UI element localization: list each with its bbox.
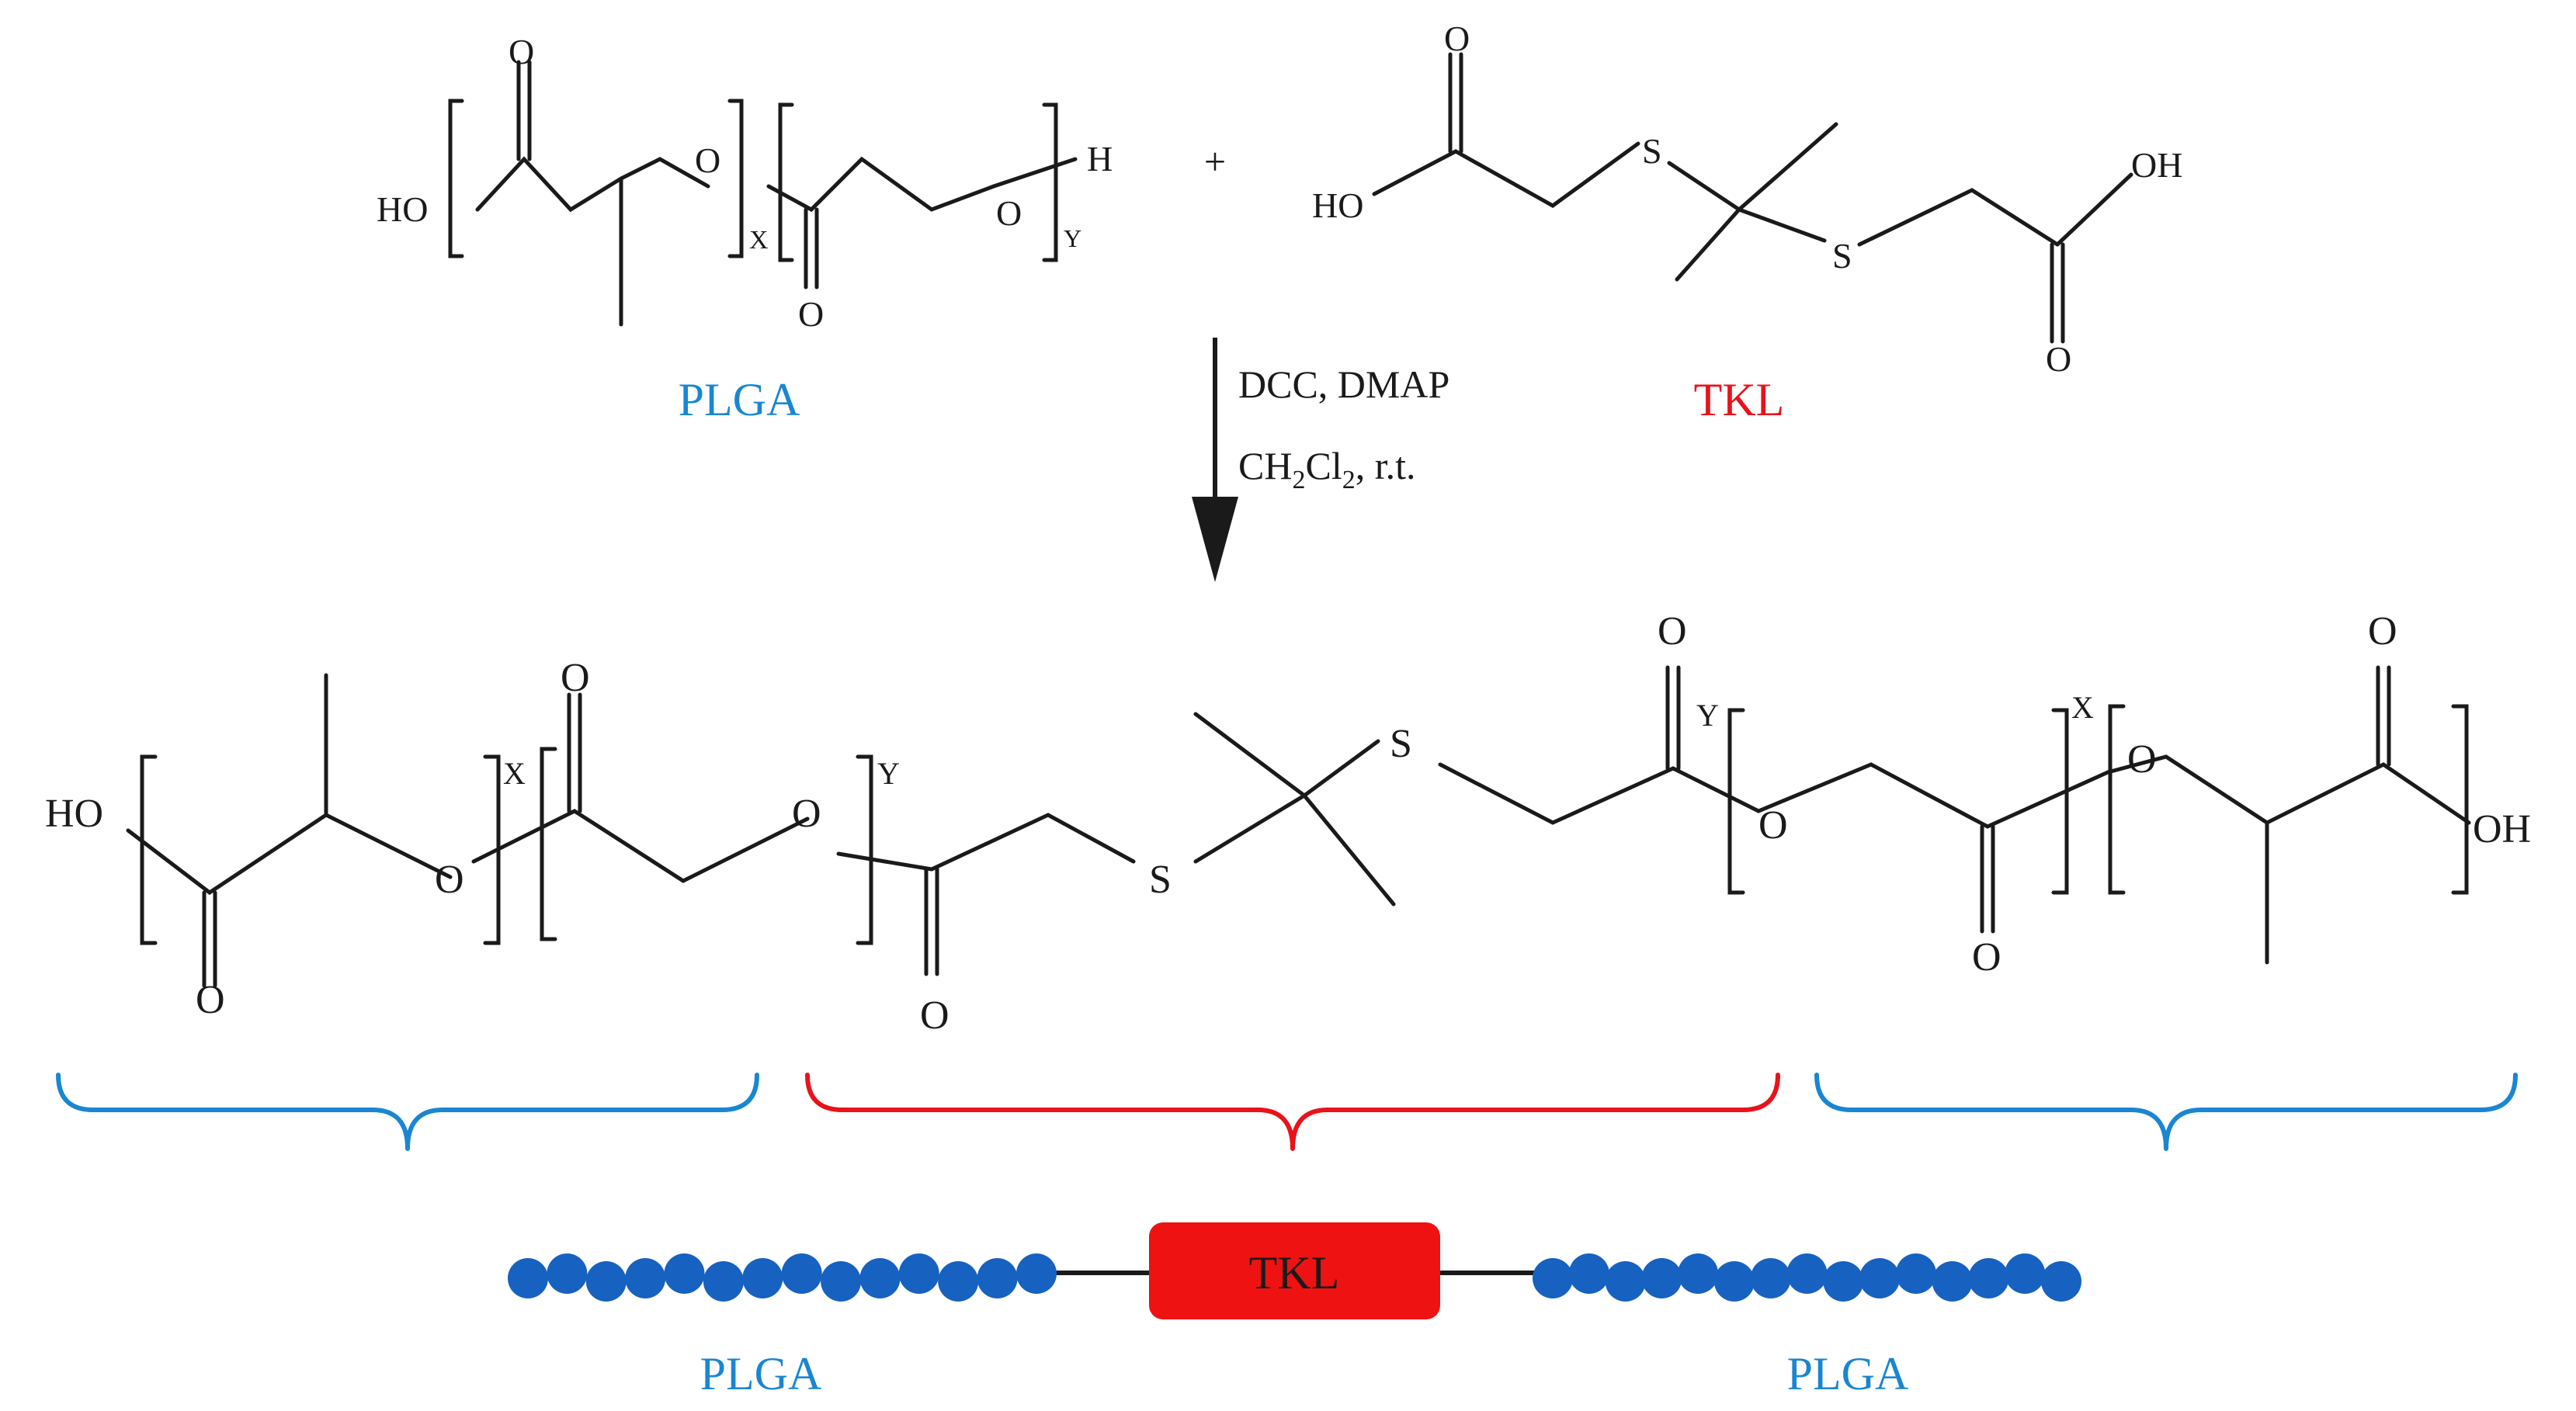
tkl-box-label: TKL: [1249, 1247, 1340, 1298]
plga-bead: [1605, 1261, 1646, 1302]
plga-bead: [1895, 1253, 1936, 1294]
tkl-reactant-label: TKL: [1694, 374, 1785, 425]
atom-o: O: [509, 32, 534, 71]
plga-bead: [1750, 1258, 1791, 1298]
tkl-box: [1149, 1222, 1440, 1319]
plga-bead: [1713, 1261, 1755, 1302]
plga-bead: [821, 1261, 862, 1302]
reaction-conditions-line2: CH2Cl2, r.t.: [1238, 444, 1416, 494]
plga-bead: [1678, 1253, 1719, 1294]
plga-bead: [585, 1261, 627, 1302]
product-atoms: HO O O X O O Y O S S O Y O O X O O OH: [45, 609, 2531, 1038]
plga-reactant-label: PLGA: [679, 374, 800, 425]
atom-s: S: [1390, 722, 1412, 766]
atom-oh: OH: [2131, 145, 2182, 185]
plga-bead: [1641, 1258, 1682, 1298]
plga-bead: [977, 1258, 1018, 1298]
plga-bead-chain-right: [1533, 1253, 2081, 1302]
subscript-y: Y: [877, 756, 900, 791]
plga-bead: [1823, 1261, 1864, 1302]
plga-bead: [1568, 1253, 1609, 1294]
atom-o: O: [1658, 609, 1687, 653]
atom-oh: OH: [2473, 807, 2531, 851]
subscript-x: X: [749, 226, 769, 255]
reaction-arrow: [1192, 338, 1238, 582]
plga-bead: [664, 1253, 705, 1294]
plga-label-left: PLGA: [700, 1348, 822, 1399]
atom-o: O: [1972, 935, 2001, 979]
atom-ho: HO: [1312, 185, 1363, 225]
atom-s: S: [1832, 236, 1852, 276]
plga-bead: [938, 1261, 979, 1302]
subscript-x: X: [2071, 690, 2094, 725]
right-plga-brace: [1814, 1073, 2518, 1151]
plga-bead-chain-left: [508, 1253, 1057, 1302]
plga-label-right: PLGA: [1787, 1348, 1909, 1399]
atom-o: O: [792, 792, 821, 836]
tkl-reactant-structure: [1372, 52, 2133, 344]
left-plga-brace: [56, 1073, 759, 1151]
reaction-conditions-line1: DCC, DMAP: [1238, 362, 1449, 406]
atom-s: S: [1149, 858, 1172, 902]
subscript-x: X: [503, 756, 526, 791]
subscript-y: Y: [1064, 224, 1081, 252]
atom-o: O: [996, 193, 1022, 233]
curly-braces: [56, 1073, 2518, 1151]
plga-bead: [1932, 1261, 1973, 1302]
plga-bead: [742, 1258, 783, 1298]
atom-o: O: [1444, 19, 1470, 58]
atom-o: O: [196, 978, 225, 1022]
atom-o: O: [2368, 609, 2397, 653]
plga-bead: [859, 1258, 901, 1298]
atom-ho: HO: [377, 189, 428, 229]
atom-o: O: [920, 993, 950, 1038]
plus-sign: +: [1204, 140, 1226, 183]
schematic: TKL PLGA PLGA: [508, 1222, 2081, 1399]
plga-bead: [1968, 1258, 2009, 1298]
tkl-brace: [805, 1073, 1780, 1151]
atom-h: H: [1087, 139, 1113, 179]
product-structure: [126, 665, 2471, 988]
plga-bead: [1533, 1258, 1573, 1298]
subscript-y: Y: [1696, 698, 1719, 733]
tkl-reactant-atoms: HO O S S OH O: [1312, 19, 2182, 379]
atom-o: O: [695, 140, 720, 180]
plga-bead: [703, 1261, 744, 1302]
plga-bead: [625, 1258, 666, 1298]
atom-ho: HO: [45, 792, 103, 836]
atom-o: O: [798, 294, 824, 334]
plga-bead: [1016, 1253, 1057, 1294]
atom-o: O: [561, 656, 590, 700]
plga-bead: [508, 1258, 548, 1298]
plga-bead: [1786, 1253, 1828, 1294]
plga-bead: [547, 1253, 588, 1294]
plga-bead: [2041, 1261, 2081, 1302]
plga-bead: [781, 1253, 822, 1294]
atom-s: S: [1642, 131, 1662, 171]
atom-o: O: [435, 858, 464, 902]
plga-bead: [2005, 1253, 2046, 1294]
atom-o: O: [1758, 803, 1788, 848]
plga-reactant-atoms: HO O O X O O Y H: [377, 32, 1113, 334]
plga-reactant-structure: [448, 60, 1078, 327]
plga-bead: [898, 1253, 939, 1294]
atom-o: O: [2046, 339, 2071, 379]
plga-bead: [1859, 1258, 1901, 1298]
atom-o: O: [2127, 737, 2157, 782]
